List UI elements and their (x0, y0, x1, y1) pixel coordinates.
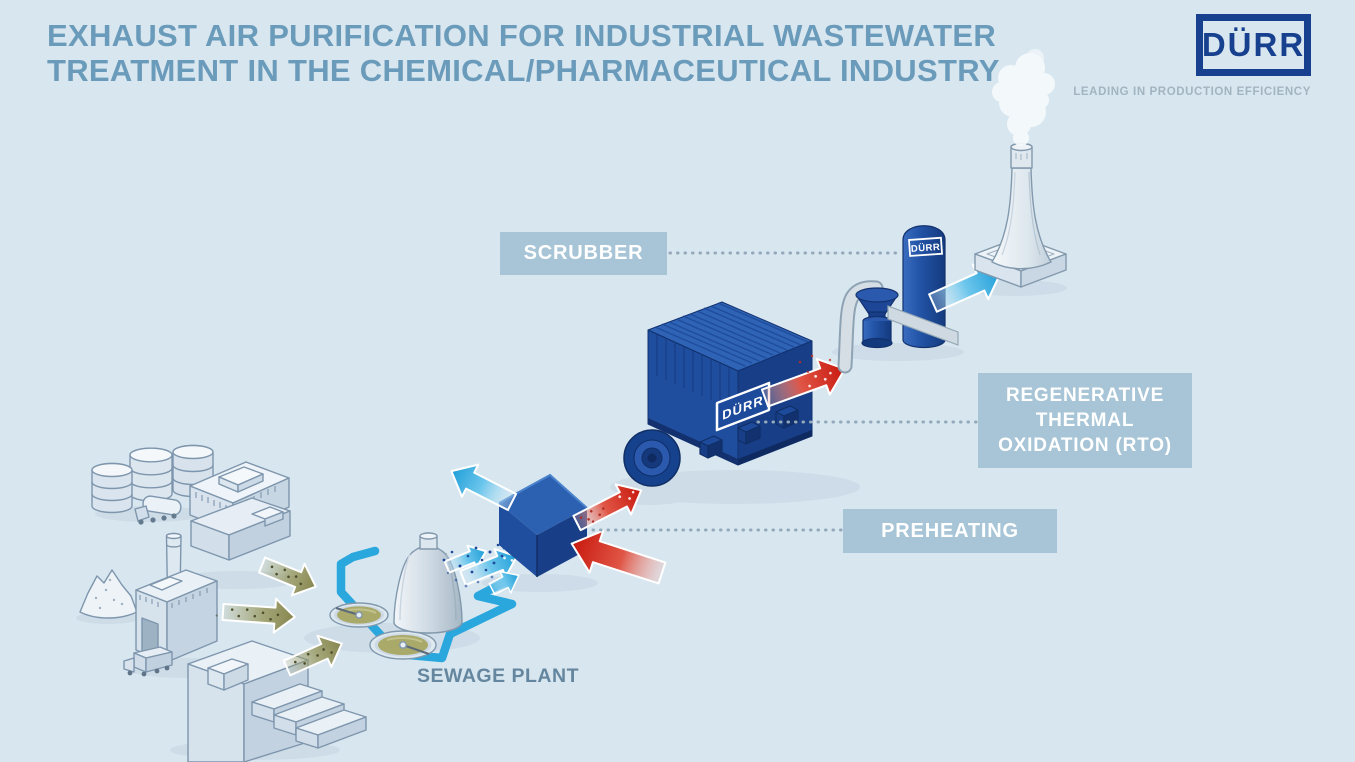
sewage-plant-caption: SEWAGE PLANT (416, 665, 579, 687)
material-pile (79, 569, 138, 619)
hot-air-particles (798, 354, 832, 374)
preheating-label-text: PREHEATING (881, 519, 1019, 542)
title-line-1: EXHAUST AIR PURIFICATION FOR INDUSTRIAL … (47, 18, 997, 53)
wastewater-emission-arrows (215, 556, 343, 677)
stack-illustration (974, 49, 1067, 288)
storage-tanks (91, 444, 214, 514)
leader-lines (591, 251, 978, 532)
factory-complex-illustration (79, 444, 367, 762)
digester-dome (393, 532, 463, 634)
clean-air-arrow (928, 263, 1002, 313)
emission-arrow (282, 634, 343, 677)
rto-illustration: DÜRR (623, 301, 813, 487)
tanker-truck (134, 495, 182, 525)
scrubber-equipment-logo-plate: DÜRR (908, 236, 943, 257)
garbage-truck (123, 646, 173, 677)
rto-label-line1: REGENERATIVE (1005, 385, 1165, 406)
sewage-plant-illustration (329, 532, 463, 660)
chimney-factory (135, 532, 218, 663)
outlet-duct (887, 305, 959, 346)
exhaust-air-arrow (459, 548, 518, 586)
quench-vessel (855, 287, 899, 349)
title-line-2: TREATMENT IN THE CHEMICAL/PHARMACEUTICAL… (47, 53, 1000, 88)
brand-tagline: LEADING IN PRODUCTION EFFICIENCY (1073, 86, 1311, 98)
clarifier-basin (329, 602, 389, 628)
page-title: EXHAUST AIR PURIFICATION FOR INDUSTRIAL … (47, 18, 1000, 88)
emission-arrow (258, 556, 317, 597)
rto-roof-ridges (654, 302, 809, 367)
preheating-label: PREHEATING (843, 509, 1057, 553)
durr-logo-text: DÜRR (1201, 26, 1306, 63)
scrubber-label-text: SCRUBBER (523, 242, 644, 264)
rto-label-line2: THERMAL (1035, 410, 1135, 431)
scrubber-equipment-logo: DÜRR (911, 242, 941, 255)
emission-arrow (215, 597, 296, 634)
exhaust-air-arrow (488, 570, 520, 596)
rto-outlet-arrow (760, 354, 846, 408)
cooled-air-arrow (450, 463, 518, 512)
sewage-exhaust-arrows (442, 543, 520, 596)
clarifier-basin (369, 630, 437, 660)
rto-label: REGENERATIVE THERMAL OXIDATION (RTO) (978, 373, 1192, 468)
stepped-building (187, 640, 367, 762)
rto-fan (623, 429, 681, 487)
preheated-air-arrow (572, 483, 643, 532)
scrubber-illustration: DÜRR (837, 225, 959, 374)
rto-label-line3: OXIDATION (RTO) (998, 435, 1172, 456)
rto-access-hatches (699, 405, 799, 459)
scrubber-label: SCRUBBER (500, 232, 667, 275)
smoke-cloud (992, 49, 1055, 146)
production-building (189, 461, 291, 561)
exhaust-particles (442, 543, 506, 588)
hot-air-return-arrow (570, 529, 667, 585)
durr-logo: DÜRR (1196, 14, 1311, 76)
